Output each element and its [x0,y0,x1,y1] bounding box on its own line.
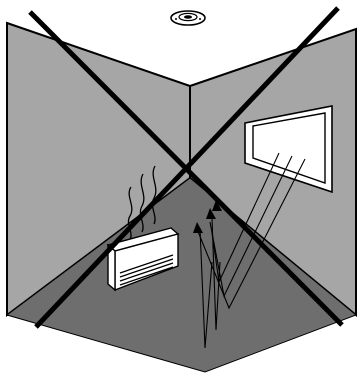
cross-out-mark [28,6,344,329]
arrowheads [193,200,222,233]
heater-icon [106,227,180,292]
window-icon [244,105,333,194]
airflow-arrows [199,217,221,349]
ceiling-detector-icon [170,10,206,26]
heat-waves-icon [127,165,157,241]
